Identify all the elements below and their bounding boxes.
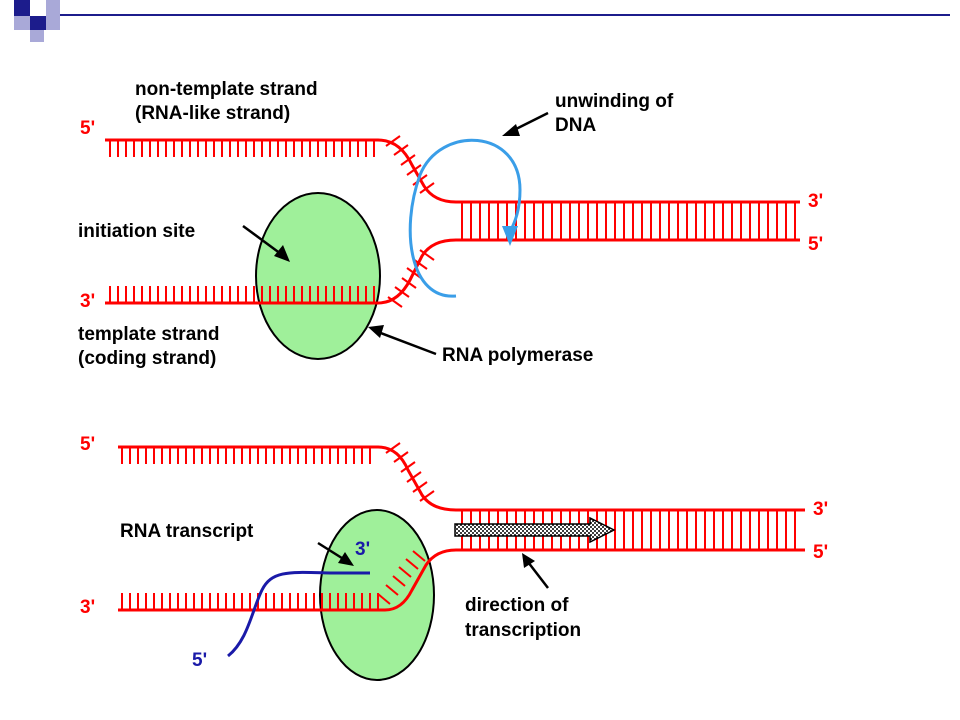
nontemplate-label-line2: (RNA-like strand) [135, 103, 290, 124]
deco-square-light-3 [46, 16, 60, 30]
base-tick [419, 249, 435, 261]
initiation-pointer-head [274, 245, 290, 262]
unwinding-loop [408, 138, 522, 298]
unwinding-label-line1: unwinding of [555, 91, 674, 112]
base-tick [385, 135, 401, 147]
template-strand-bases [109, 249, 435, 308]
transcript-pointer [317, 541, 346, 562]
deco-square-light-1 [46, 0, 60, 16]
initiation-pointer [242, 224, 282, 256]
rna-dna-hybrid-bases [377, 550, 426, 605]
base-tick [412, 481, 428, 493]
direction-label-line2: transcription [465, 620, 581, 641]
base-tick [398, 566, 412, 578]
unwinding-label-line2: DNA [555, 115, 596, 136]
base-tick [385, 442, 401, 454]
top-right-3prime: 3' [808, 191, 823, 212]
nontemplate-strand-backbone-2 [118, 445, 805, 512]
deco-square-light-2 [14, 16, 30, 30]
deco-square-light-4 [30, 30, 44, 42]
base-tick [387, 296, 403, 308]
base-tick [406, 471, 422, 483]
template-label-line2: (coding strand) [78, 348, 216, 369]
polymerase-pointer-head [368, 325, 384, 338]
rna-transcript-label: RNA transcript [120, 521, 254, 542]
rna-polymerase-label: RNA polymerase [442, 345, 593, 366]
rna-5prime-label: 5' [192, 650, 207, 671]
rna-polymerase-blob [255, 192, 381, 360]
base-tick [400, 461, 416, 473]
top-right-3prime-2: 3' [813, 499, 828, 520]
top-strand-5prime-2: 5' [80, 434, 95, 455]
top-panel: non-template strand (RNA-like strand) un… [78, 79, 823, 369]
deco-square-dark-2 [30, 16, 46, 30]
base-tick [377, 593, 391, 605]
bottom-panel: RNA transcript direction of transcriptio… [80, 434, 828, 681]
base-tick [412, 550, 426, 562]
template-strand-bases-2 [121, 593, 379, 610]
base-tick [419, 490, 435, 502]
bottom-strand-3prime: 3' [80, 291, 95, 312]
unwinding-arrowhead [502, 226, 518, 246]
nontemplate-strand-bases-2 [121, 442, 435, 502]
duplex-base-pairs [461, 202, 796, 240]
polymerase-pointer [377, 330, 437, 356]
base-tick [394, 286, 410, 298]
bottom-right-5prime: 5' [808, 234, 823, 255]
direction-pointer [527, 561, 549, 589]
rna-transcript-strand [227, 570, 370, 658]
title-decoration [14, 0, 950, 42]
base-tick [400, 154, 416, 166]
base-tick [419, 182, 435, 194]
nontemplate-strand-bases [109, 135, 435, 194]
base-tick [393, 144, 409, 156]
title-rule [60, 14, 950, 16]
deco-square-white [30, 0, 46, 16]
base-tick [401, 277, 417, 289]
base-tick [405, 558, 419, 570]
bottom-strand-3prime-2: 3' [80, 597, 95, 618]
top-strand-5prime: 5' [80, 118, 95, 139]
template-strand-backbone [105, 238, 800, 305]
base-tick [393, 451, 409, 463]
unwinding-pointer-head [502, 124, 520, 136]
transcript-pointer-head [338, 552, 354, 566]
bottom-right-5prime-2: 5' [813, 542, 828, 563]
nontemplate-strand-backbone [105, 138, 800, 204]
base-tick [392, 575, 406, 587]
nontemplate-label-line1: non-template strand [135, 79, 318, 100]
direction-arrow [454, 516, 616, 544]
direction-pointer-head [522, 553, 535, 568]
unwinding-pointer [511, 111, 549, 133]
deco-square-dark-1 [14, 0, 30, 16]
direction-label-line1: direction of [465, 595, 569, 616]
template-label-line1: template strand [78, 324, 219, 345]
rna-3prime-label: 3' [355, 539, 370, 560]
template-strand-backbone-2 [118, 548, 805, 612]
base-tick [412, 174, 428, 186]
base-tick [406, 164, 422, 176]
base-tick [385, 584, 399, 596]
initiation-site-label: initiation site [78, 221, 195, 242]
